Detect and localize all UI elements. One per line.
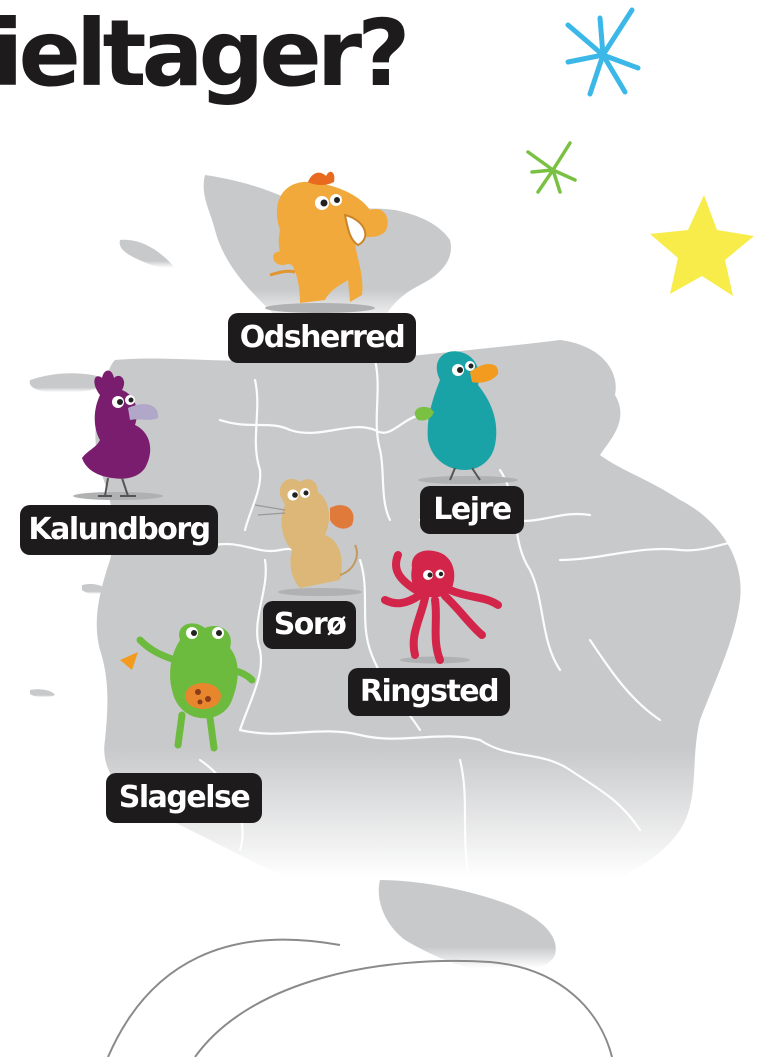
label-lejre[interactable]: Lejre [420, 486, 524, 534]
label-slagelse[interactable]: Slagelse [106, 773, 262, 823]
label-ringsted[interactable]: Ringsted [348, 668, 510, 716]
label-soroe[interactable]: Sorø [263, 601, 356, 649]
label-odsherred[interactable]: Odsherred [228, 313, 416, 363]
label-kalundborg[interactable]: Kalundborg [20, 505, 218, 555]
page-heading: ieltager? [0, 0, 411, 107]
land-mass [29, 175, 741, 973]
